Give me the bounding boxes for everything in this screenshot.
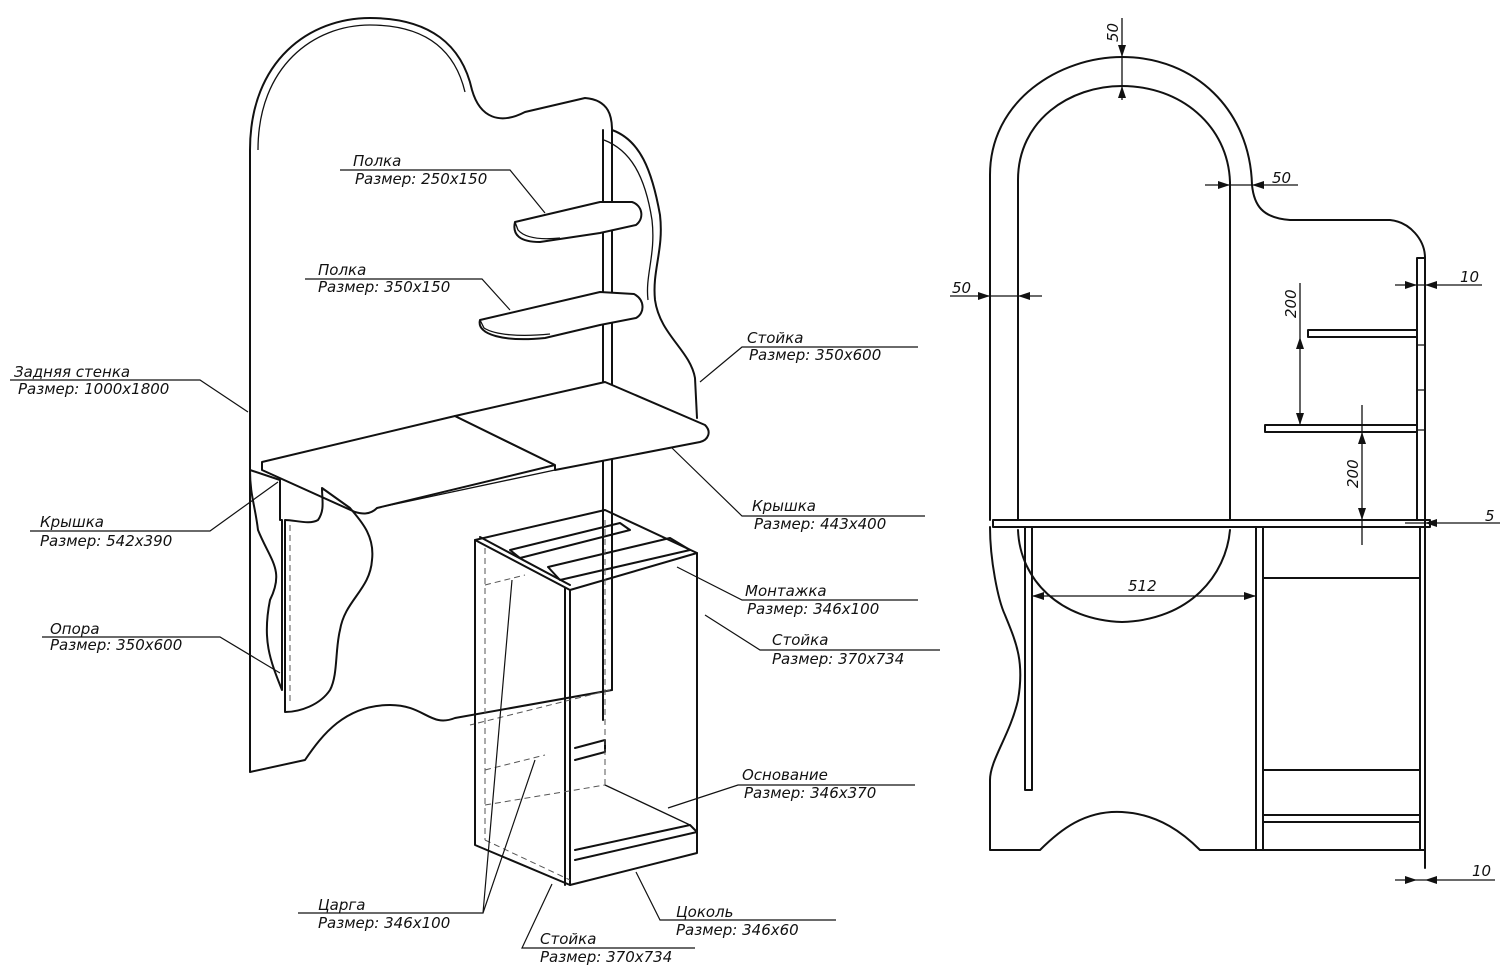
label-name: Полка [318, 261, 366, 279]
back-wall-panel [249, 17, 613, 773]
label-stand-pedestal: Стойка Размер: 370x734 [704, 614, 940, 668]
label-name: Монтажка [745, 582, 827, 600]
label-size: Размер: 443x400 [754, 515, 886, 533]
shelf-upper-front [1307, 329, 1418, 338]
dim-shelf-gap-1: 200 [1282, 283, 1304, 425]
front-elevation-view: 50 50 50 10 200 [950, 18, 1500, 884]
dim-text: 50 [1272, 169, 1291, 187]
label-name: Цоколь [676, 903, 734, 921]
dim-top-thickness: 50 [1104, 18, 1126, 100]
label-size: Размер: 370x734 [540, 948, 672, 965]
dim-text: 512 [1128, 577, 1157, 595]
label-stand-right: Стойка Размер: 350x600 [699, 329, 918, 383]
dim-text: 200 [1282, 289, 1300, 318]
pedestal-front [1255, 526, 1421, 851]
dim-side-offset: 50 [1205, 169, 1298, 189]
label-name: Стойка [747, 329, 803, 347]
shelf-middle-front [1264, 424, 1418, 433]
isometric-view: Задняя стенка Размер: 1000x1800 Полка Ра… [10, 17, 940, 965]
label-name: Стойка [772, 631, 828, 649]
left-support [284, 487, 374, 713]
tabletop-front [992, 519, 1431, 528]
label-size: Размер: 346x100 [318, 914, 450, 932]
label-rail: Царга Размер: 346x100 [298, 579, 536, 932]
dim-text: 50 [1104, 23, 1122, 42]
label-name: Стойка [540, 930, 596, 948]
pedestal-box [469, 509, 698, 886]
dim-span-width: 512 [1032, 577, 1256, 600]
label-shelf-top: Полка Размер: 250x150 [340, 152, 546, 214]
tabletop-right [454, 381, 710, 471]
label-name: Крышка [752, 497, 816, 515]
label-size: Размер: 350x600 [749, 346, 881, 364]
dim-text: 200 [1344, 459, 1362, 488]
label-base: Основание Размер: 346x370 [667, 766, 915, 809]
tabletop-left [261, 415, 556, 515]
label-name: Основание [742, 766, 828, 784]
dim-panel-thickness: 10 [1395, 268, 1482, 289]
right-stand-front [1416, 257, 1426, 869]
label-size: Размер: 350x600 [50, 636, 182, 654]
label-top-right: Крышка Размер: 443x400 [671, 447, 925, 533]
label-stand-bottom: Стойка Размер: 370x734 [521, 883, 695, 965]
label-name: Крышка [40, 513, 104, 531]
label-plinth: Цоколь Размер: 346x60 [635, 871, 836, 939]
label-size: Размер: 1000x1800 [18, 380, 169, 398]
label-mount: Монтажка Размер: 346x100 [676, 566, 918, 618]
dim-left-offset: 50 [950, 279, 1042, 300]
label-size: Размер: 350x150 [318, 278, 450, 296]
label-name: Царга [318, 896, 365, 914]
dim-shelf-gap-2: 200 [1344, 405, 1366, 545]
label-size: Размер: 250x150 [355, 170, 487, 188]
label-support: Опора Размер: 350x600 [42, 620, 281, 674]
dim-tabletop-thickness: 5 [1405, 507, 1500, 527]
shelf-upper [513, 201, 643, 243]
dim-text: 10 [1472, 862, 1491, 880]
label-shelf-mid: Полка Размер: 350x150 [305, 261, 511, 311]
label-size: Размер: 346x100 [747, 600, 879, 618]
label-size: Размер: 346x60 [676, 921, 799, 939]
dim-text: 10 [1460, 268, 1479, 286]
back-wall-outline [989, 56, 1426, 521]
dim-text: 5 [1485, 507, 1495, 525]
label-back-wall: Задняя стенка Размер: 1000x1800 [10, 363, 249, 413]
label-size: Размер: 370x734 [772, 650, 904, 668]
dim-text: 50 [952, 279, 971, 297]
label-name: Полка [353, 152, 401, 170]
shelf-middle [478, 291, 644, 341]
dim-bottom-thickness: 10 [1395, 862, 1495, 884]
label-name: Опора [50, 620, 100, 638]
label-name: Задняя стенка [14, 363, 130, 381]
label-top-left: Крышка Размер: 542x390 [30, 481, 279, 550]
label-size: Размер: 542x390 [40, 532, 172, 550]
label-size: Размер: 346x370 [744, 784, 876, 802]
